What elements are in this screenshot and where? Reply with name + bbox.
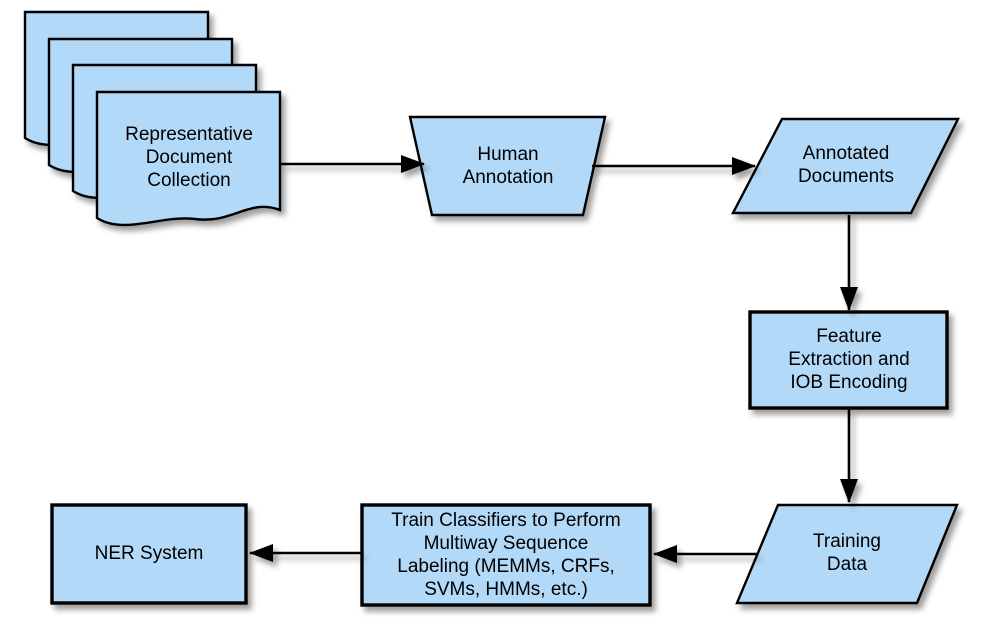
node-train-classifiers [360, 503, 652, 607]
node-training-data [735, 503, 959, 605]
node-human-annotation [408, 115, 607, 217]
node-ner-system [50, 503, 248, 605]
node-feature-extraction-iob-encoding [748, 310, 949, 410]
node-representative-document-collection [95, 90, 282, 227]
node-annotated-documents [731, 117, 960, 215]
